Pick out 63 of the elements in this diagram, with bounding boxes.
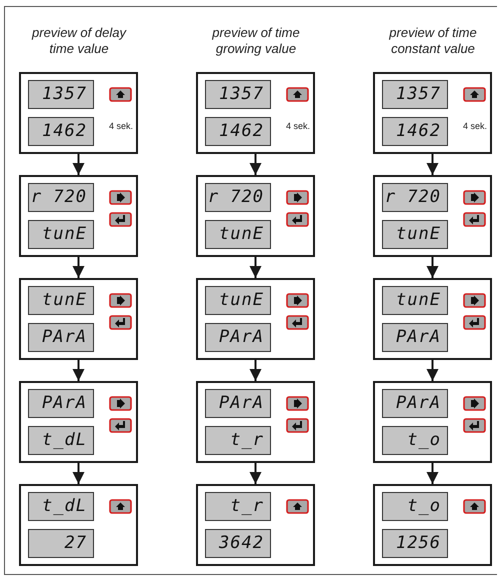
display-readout: r 720 — [205, 183, 271, 212]
display-readout: r 720 — [382, 183, 448, 212]
duration-label: 4 sek. — [286, 121, 310, 131]
controller-panel — [196, 278, 315, 360]
arrow — [426, 154, 438, 175]
display-readout: 1462 — [382, 117, 448, 146]
duration-label: 4 sek. — [463, 121, 488, 131]
controller-panel — [19, 484, 138, 566]
column-heading: preview of time constant value — [388, 25, 478, 57]
column-heading: preview of delay time value — [30, 25, 128, 57]
display-readout: 1256 — [382, 529, 448, 558]
arrow — [72, 463, 84, 484]
display-readout: 1357 — [205, 80, 271, 109]
display-readout: tunE — [382, 220, 448, 249]
column-heading: preview of time growing value — [211, 25, 301, 57]
display-readout: PArA — [28, 389, 94, 418]
display-readout: t_r — [205, 426, 271, 455]
display-readout: r 720 — [28, 183, 94, 212]
controller-panel — [196, 484, 315, 566]
display-readout: tunE — [205, 286, 271, 315]
display-readout: 1357 — [28, 80, 94, 109]
display-readout: tunE — [28, 220, 94, 249]
display-readout: 3642 — [205, 529, 271, 558]
arrow — [250, 154, 262, 175]
display-readout: t_dL — [28, 492, 94, 521]
duration-label: 4 sek. — [109, 121, 134, 131]
display-readout: 27 — [28, 529, 94, 558]
arrow — [250, 463, 262, 484]
controller-panel — [373, 381, 492, 463]
controller-panel — [19, 381, 138, 463]
controller-panel — [373, 72, 492, 154]
display-readout: 1462 — [205, 117, 271, 146]
display-readout: 1357 — [382, 80, 448, 109]
controller-panel — [196, 381, 315, 463]
arrow — [426, 257, 438, 278]
controller-panel — [19, 278, 138, 360]
display-readout: tunE — [382, 286, 448, 315]
display-readout: t_o — [382, 492, 448, 521]
display-readout: tunE — [28, 286, 94, 315]
arrow — [72, 154, 84, 175]
display-readout: t_dL — [28, 426, 94, 455]
display-readout: tunE — [205, 220, 271, 249]
display-readout: PArA — [205, 323, 271, 352]
controller-panel — [196, 175, 315, 257]
display-readout: 1462 — [28, 117, 94, 146]
controller-panel — [373, 484, 492, 566]
display-readout: PArA — [28, 323, 94, 352]
arrow — [426, 463, 438, 484]
controller-panel — [373, 278, 492, 360]
display-readout: PArA — [382, 323, 448, 352]
display-readout: PArA — [382, 389, 448, 418]
controller-panel — [19, 175, 138, 257]
controller-panel — [373, 175, 492, 257]
arrow — [72, 257, 84, 278]
controller-panel — [196, 72, 315, 154]
arrow — [72, 360, 84, 381]
controller-panel — [19, 72, 138, 154]
display-readout: PArA — [205, 389, 271, 418]
arrow — [426, 360, 438, 381]
arrow — [250, 360, 262, 381]
display-readout: t_o — [382, 426, 448, 455]
arrow — [250, 257, 262, 278]
display-readout: t_r — [205, 492, 271, 521]
